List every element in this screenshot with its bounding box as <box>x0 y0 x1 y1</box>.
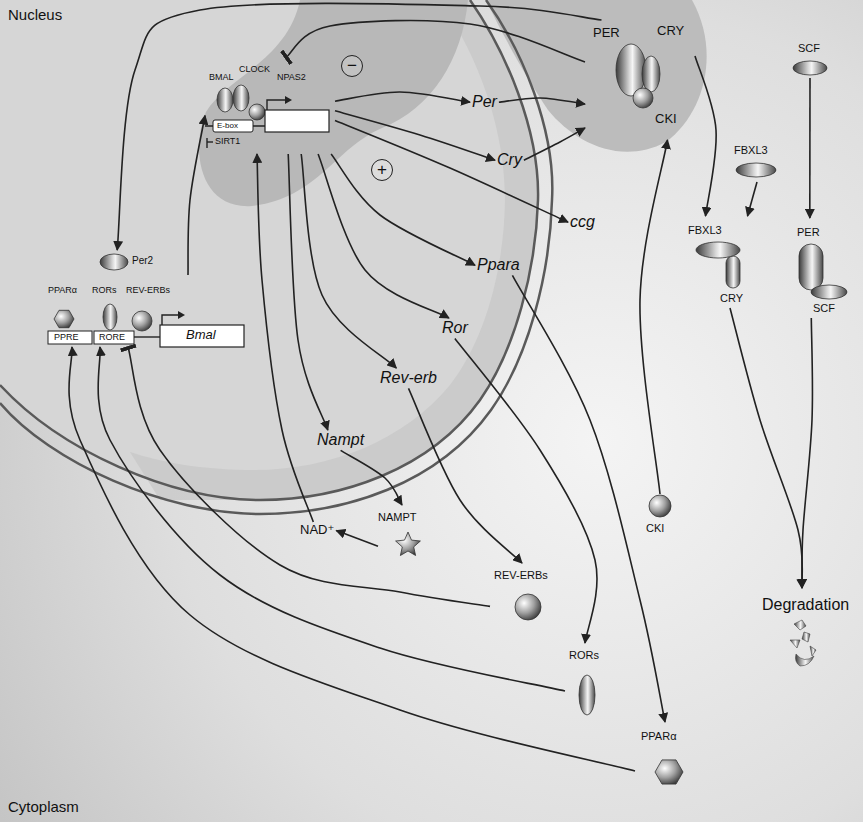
activation-connector <box>409 388 523 563</box>
activation-connector <box>802 318 813 588</box>
node-text: REV-ERBs <box>126 285 170 295</box>
protein-complex: PER SCF <box>785 218 860 318</box>
node-text: E-box <box>217 121 238 130</box>
inhibition-connector <box>286 20 585 62</box>
activation-connector <box>288 154 328 430</box>
protein-label: NAMPT <box>378 505 438 560</box>
activation-connector <box>748 182 758 216</box>
node-text: REV-ERBs <box>494 569 548 582</box>
node-text: Bmal <box>186 328 216 343</box>
activation-connector <box>117 3 601 250</box>
node-text: CRY <box>720 292 743 305</box>
activation-connector <box>188 116 205 275</box>
sign-symbol: + <box>371 159 393 181</box>
node-text: PPRE <box>54 332 79 342</box>
node-text: NPAS2 <box>277 72 306 82</box>
protein-label: FBXL3 <box>728 142 786 182</box>
node-text: Cry <box>495 150 524 170</box>
node-text: Rev-erb <box>378 368 439 388</box>
node-text: PER <box>593 26 620 41</box>
node-text: CRY <box>657 24 684 39</box>
node-text: FBXL3 <box>688 224 722 237</box>
metabolite-label: NAD⁺ <box>298 522 336 539</box>
activation-connector <box>335 92 470 102</box>
node-text: Ror <box>440 318 470 338</box>
protein-complex: PER CRY CKI <box>585 20 695 140</box>
activation-connector <box>336 531 378 547</box>
node-text: SIRT1 <box>215 136 240 146</box>
node-text: NAD⁺ <box>298 522 336 539</box>
activation-connector <box>524 128 585 160</box>
activation-connector <box>512 275 665 722</box>
activation-connector <box>98 347 565 691</box>
node-text: PPARα <box>641 730 677 743</box>
transcription-complex: BMAL CLOCK NPAS2E-boxSIRT1 <box>205 58 335 154</box>
node-text: RORs <box>92 285 117 295</box>
gene-label: Per <box>470 92 499 112</box>
node-text: FBXL3 <box>734 144 768 157</box>
protein-label: RORs <box>565 643 615 723</box>
node-text: PER <box>797 226 820 239</box>
node-text: ccg <box>568 212 597 232</box>
gene-label: ccg <box>568 212 597 232</box>
node-text: BMAL <box>209 72 234 82</box>
node-text: Per <box>470 92 499 112</box>
protein-label: SCF <box>790 42 830 78</box>
region-label: Nucleus <box>8 6 62 23</box>
node-text: SCF <box>798 42 820 55</box>
activation-connector <box>809 78 811 218</box>
protein-label: REV-ERBs <box>490 563 570 625</box>
node-text: SCF <box>813 302 835 315</box>
sign-symbol: − <box>341 55 363 77</box>
promoter-complex: PPARα RORs REV-ERBsPPRE RORE Bmal <box>48 275 248 347</box>
activation-connector <box>257 154 313 522</box>
activation-connector <box>301 154 396 368</box>
activation-connector <box>69 347 635 771</box>
gene-label: Ror <box>440 318 470 338</box>
activation-connector <box>730 308 802 588</box>
node-text: Per2 <box>132 255 153 267</box>
inhibition-connector <box>128 347 490 606</box>
node-text: CLOCK <box>239 64 270 74</box>
activation-connector <box>640 140 668 494</box>
node-text: RORE <box>99 332 125 342</box>
gene-label: Rev-erb <box>378 368 439 388</box>
protein-label: CKI <box>640 494 680 542</box>
protein-label: PPARα <box>635 722 695 792</box>
node-text: CKI <box>646 522 664 535</box>
gene-label: Cry <box>495 150 524 170</box>
node-text: PPARα <box>48 285 77 295</box>
process-label: Degradation <box>760 588 860 674</box>
activation-connector <box>341 450 402 505</box>
node-text: CKI <box>655 112 677 127</box>
activation-connector <box>499 98 585 104</box>
node-text: Ppara <box>475 255 522 275</box>
protein-label: Per2 <box>98 250 162 274</box>
node-text: RORs <box>569 649 599 662</box>
activation-connector <box>455 338 597 643</box>
activation-connector <box>318 154 449 318</box>
activation-connector <box>695 56 716 216</box>
gene-label: Ppara <box>475 255 522 275</box>
node-text: Degradation <box>762 596 849 614</box>
gene-label: Nampt <box>315 430 366 450</box>
molecule-shape <box>640 494 680 542</box>
node-text: NAMPT <box>378 511 417 524</box>
region-label: Cytoplasm <box>8 798 79 815</box>
protein-complex: FBXL3CRY <box>688 216 758 308</box>
node-text: Nampt <box>315 430 366 450</box>
